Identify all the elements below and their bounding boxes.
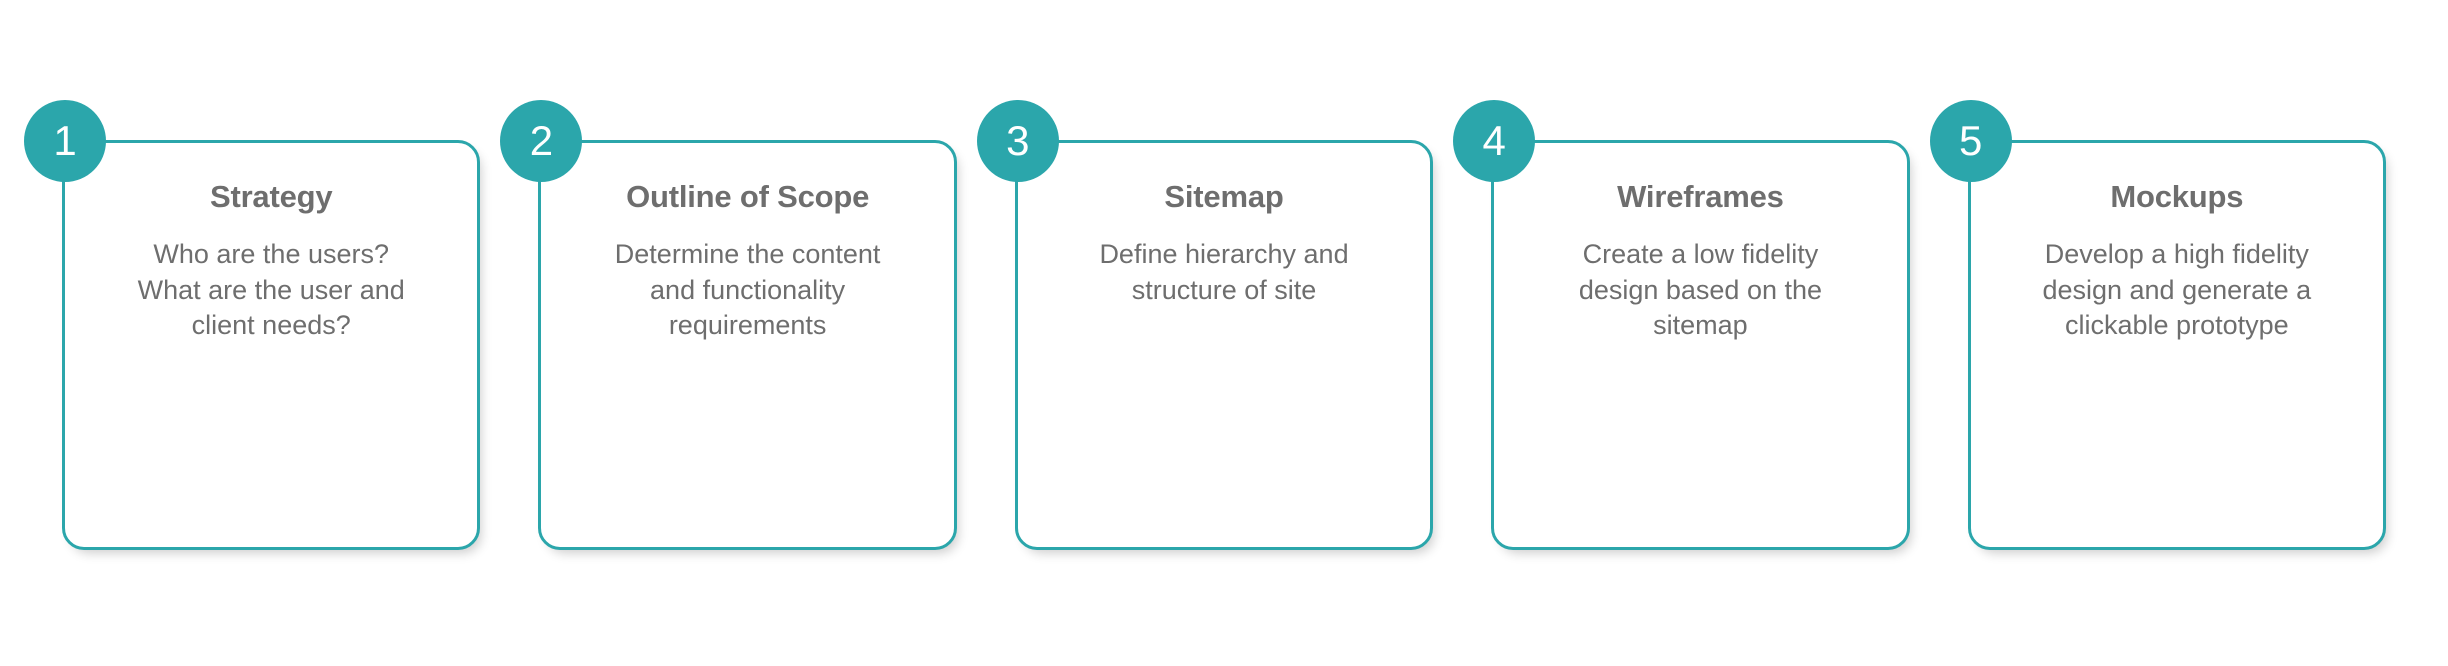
step-number-badge[interactable]: 4 xyxy=(1453,100,1536,182)
step-card[interactable]: Strategy Who are the users? What are the… xyxy=(62,140,481,550)
step-card-content: Strategy Who are the users? What are the… xyxy=(65,143,477,547)
step-number-badge[interactable]: 3 xyxy=(976,100,1059,182)
step-number-label: 1 xyxy=(53,117,77,164)
step-3: Sitemap Define hierarchy and structure o… xyxy=(976,0,1443,666)
step-title: Wireframes xyxy=(1617,179,1784,214)
step-title: Sitemap xyxy=(1164,179,1284,214)
step-card[interactable]: Mockups Develop a high fidelity design a… xyxy=(1967,140,2387,550)
step-title: Strategy xyxy=(209,179,333,214)
step-2: Outline of Scope Determine the content a… xyxy=(500,0,966,666)
step-description: Determine the content and functionality … xyxy=(614,238,881,341)
step-number-badge[interactable]: 2 xyxy=(500,100,583,182)
step-card-content: Outline of Scope Determine the content a… xyxy=(541,143,953,547)
step-number-label: 3 xyxy=(1006,117,1030,164)
step-number-label: 2 xyxy=(529,117,554,164)
step-description: Define hierarchy and structure of site xyxy=(1099,238,1349,305)
step-card[interactable]: Sitemap Define hierarchy and structure o… xyxy=(1014,140,1434,550)
step-description: Create a low fidelity design based on th… xyxy=(1578,238,1823,341)
step-card-content: Wireframes Create a low fidelity design … xyxy=(1494,143,1906,547)
step-description: Who are the users? What are the user and… xyxy=(137,238,405,341)
step-card[interactable]: Wireframes Create a low fidelity design … xyxy=(1491,140,1910,550)
step-title: Mockups xyxy=(2110,179,2244,214)
step-number-badge[interactable]: 5 xyxy=(1929,100,2012,182)
step-number-label: 4 xyxy=(1482,117,1506,164)
step-5: Mockups Develop a high fidelity design a… xyxy=(1929,0,2396,666)
step-description: Develop a high fidelity design and gener… xyxy=(2042,238,2312,341)
step-title: Outline of Scope xyxy=(626,179,870,214)
step-4: Wireframes Create a low fidelity design … xyxy=(1453,0,1919,666)
step-1: Strategy Who are the users? What are the… xyxy=(24,0,490,666)
step-card[interactable]: Outline of Scope Determine the content a… xyxy=(538,140,957,550)
step-number-badge[interactable]: 1 xyxy=(24,100,106,182)
step-card-content: Mockups Develop a high fidelity design a… xyxy=(1971,143,2383,547)
step-number-label: 5 xyxy=(1958,117,1983,164)
step-card-content: Sitemap Define hierarchy and structure o… xyxy=(1018,143,1430,547)
